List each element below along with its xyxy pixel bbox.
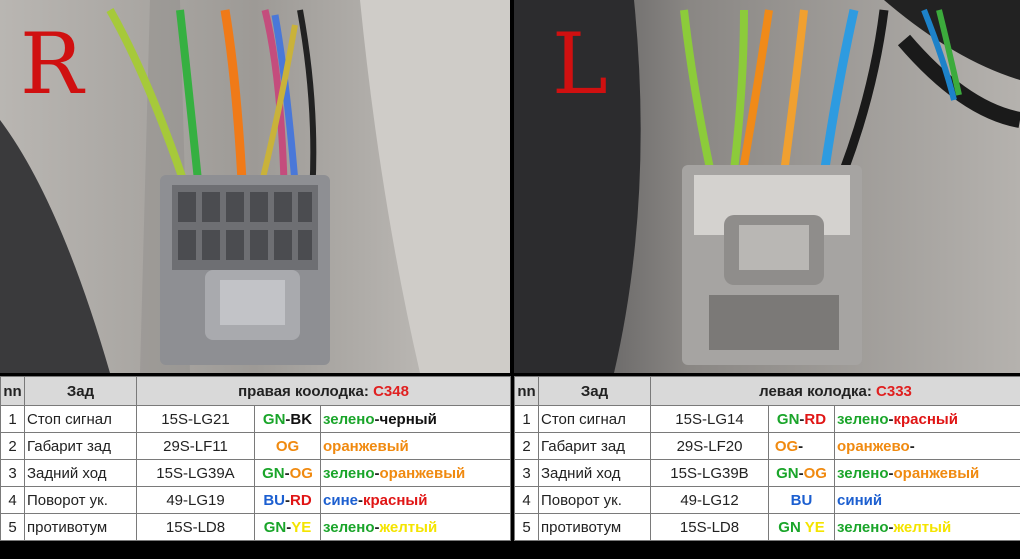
color-abbrev: GN-OG bbox=[768, 459, 835, 487]
function-name: Стоп сигнал bbox=[24, 405, 137, 433]
right-pinout-table: nn Зад правая коолодка: C348 1 Стоп сигн… bbox=[0, 376, 512, 541]
color-abbrev: BU bbox=[768, 486, 835, 514]
wire-code: 15S-LG39A bbox=[136, 459, 255, 487]
function-name: противотум bbox=[538, 513, 651, 541]
wire-code: 15S-LD8 bbox=[136, 513, 255, 541]
header-nn: nn bbox=[0, 376, 25, 406]
wire-code: 49-LG12 bbox=[650, 486, 769, 514]
left-connector-photo bbox=[514, 0, 1020, 373]
function-name: Поворот ук. bbox=[24, 486, 137, 514]
header-nn: nn bbox=[514, 376, 539, 406]
color-abbrev: GN-YE bbox=[254, 513, 321, 541]
color-name: зелено-желтый bbox=[319, 513, 512, 541]
color-name: оранжево-белый bbox=[833, 432, 1020, 460]
table-row: 2 Габарит зад 29S-LF20 OG-WH оранжево-бе… bbox=[514, 432, 1020, 460]
pin-number: 1 bbox=[0, 405, 25, 433]
pin-number: 4 bbox=[0, 486, 25, 514]
wire-code: 15S-LG14 bbox=[650, 405, 769, 433]
function-name: противотум bbox=[24, 513, 137, 541]
table-row: 5 противотум 15S-LD8 GN YE зелено-желтый bbox=[514, 513, 1020, 541]
color-name: сине-красный bbox=[319, 486, 512, 514]
table-row: 5 противотум 15S-LD8 GN-YE зелено-желтый bbox=[0, 513, 512, 541]
function-name: Габарит зад bbox=[538, 432, 651, 460]
connector-code: C348 bbox=[373, 382, 409, 400]
wire-code: 15S-LG39B bbox=[650, 459, 769, 487]
function-name: Стоп сигнал bbox=[538, 405, 651, 433]
right-side-marker: R bbox=[20, 15, 84, 113]
header-title: правая коолодка: C348 bbox=[135, 376, 512, 406]
pin-number: 2 bbox=[0, 432, 25, 460]
color-abbrev: GN-BK bbox=[254, 405, 321, 433]
header-zad: Зад bbox=[24, 376, 137, 406]
wire-code: 49-LG19 bbox=[136, 486, 255, 514]
table-header-row: nn Зад левая колодка: C333 bbox=[514, 376, 1020, 406]
wire-code: 15S-LD8 bbox=[650, 513, 769, 541]
color-name: зелено-черный bbox=[319, 405, 512, 433]
color-abbrev: GN-OG bbox=[254, 459, 321, 487]
header-zad: Зад bbox=[538, 376, 651, 406]
color-abbrev: GN-RD bbox=[768, 405, 835, 433]
color-abbrev: OG-WH bbox=[768, 432, 835, 460]
wire-code: 29S-LF11 bbox=[136, 432, 255, 460]
pin-number: 5 bbox=[0, 513, 25, 541]
table-row: 4 Поворот ук. 49-LG19 BU-RD сине-красный bbox=[0, 486, 512, 514]
color-abbrev: BU-RD bbox=[254, 486, 321, 514]
table-row: 2 Габарит зад 29S-LF11 OG оранжевый bbox=[0, 432, 512, 460]
pin-number: 4 bbox=[514, 486, 539, 514]
function-name: Задний ход bbox=[538, 459, 651, 487]
wire-code: 29S-LF20 bbox=[650, 432, 769, 460]
pin-number: 1 bbox=[514, 405, 539, 433]
pin-number: 5 bbox=[514, 513, 539, 541]
table-row: 1 Стоп сигнал 15S-LG14 GN-RD зелено-крас… bbox=[514, 405, 1020, 433]
table-header-row: nn Зад правая коолодка: C348 bbox=[0, 376, 512, 406]
color-name: зелено-оранжевый bbox=[319, 459, 512, 487]
wire-code: 15S-LG21 bbox=[136, 405, 255, 433]
connector-code: C333 bbox=[876, 382, 912, 400]
pin-number: 3 bbox=[514, 459, 539, 487]
color-name: зелено-оранжевый bbox=[833, 459, 1020, 487]
table-row: 1 Стоп сигнал 15S-LG21 GN-BK зелено-черн… bbox=[0, 405, 512, 433]
header-title: левая колодка: C333 bbox=[649, 376, 1020, 406]
function-name: Поворот ук. bbox=[538, 486, 651, 514]
function-name: Габарит зад bbox=[24, 432, 137, 460]
table-row: 3 Задний ход 15S-LG39A GN-OG зелено-оран… bbox=[0, 459, 512, 487]
left-pinout-table: nn Зад левая колодка: C333 1 Стоп сигнал… bbox=[514, 376, 1020, 541]
right-connector-photo bbox=[0, 0, 510, 373]
pin-number: 2 bbox=[514, 432, 539, 460]
table-row: 3 Задний ход 15S-LG39B GN-OG зелено-оран… bbox=[514, 459, 1020, 487]
color-name: синий bbox=[833, 486, 1020, 514]
pin-number: 3 bbox=[0, 459, 25, 487]
color-name: зелено-желтый bbox=[833, 513, 1020, 541]
color-abbrev: GN YE bbox=[768, 513, 835, 541]
function-name: Задний ход bbox=[24, 459, 137, 487]
color-name: зелено-красный bbox=[833, 405, 1020, 433]
table-row: 4 Поворот ук. 49-LG12 BU синий bbox=[514, 486, 1020, 514]
color-name: оранжевый bbox=[319, 432, 512, 460]
color-abbrev: OG bbox=[254, 432, 321, 460]
left-side-marker: L bbox=[552, 15, 608, 113]
